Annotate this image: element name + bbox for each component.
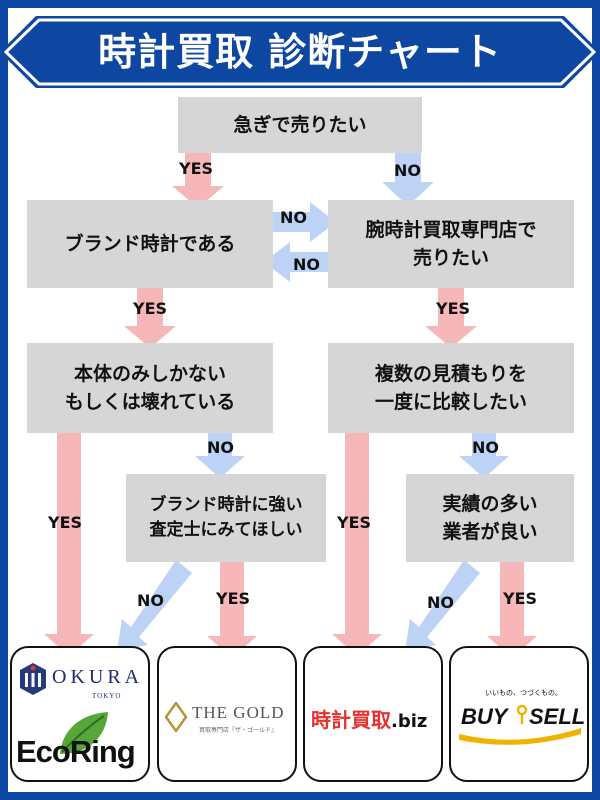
- yes-arrow: [44, 424, 94, 656]
- node-start-text: 急ぎで売りたい: [233, 113, 367, 136]
- label-no: NO: [293, 255, 320, 274]
- label-yes: YES: [179, 159, 214, 178]
- thegold-sub: 買取専門店『ザ・ゴールド』: [199, 727, 278, 734]
- buysell-buy: BUY: [461, 704, 508, 729]
- logo-card-thegold[interactable]: THE GOLD 買取専門店『ザ・ゴールド』: [157, 646, 297, 782]
- label-no: NO: [280, 208, 307, 227]
- diamond-icon: [165, 702, 187, 732]
- logo-card-buysell[interactable]: いいもの、つづくもの。 BUY SELL: [449, 646, 589, 782]
- label-no: NO: [427, 593, 454, 612]
- okura-emblem-icon: [20, 663, 46, 695]
- okura-wordmark: OKURA: [52, 666, 144, 688]
- label-no: NO: [394, 161, 421, 180]
- no-arrow: [459, 432, 509, 478]
- label-yes: YES: [216, 589, 251, 608]
- node-experienced: 実績の多い 業者が良い: [406, 474, 574, 562]
- label-no: NO: [207, 438, 234, 457]
- tokeibiz-wordmark: 時計買取.biz: [311, 704, 427, 733]
- node-brand: ブランド時計である: [27, 200, 273, 288]
- no-arrow: [117, 560, 192, 651]
- node-specialist-line1: 腕時計買取専門店で: [365, 218, 537, 241]
- yes-arrow: [124, 288, 176, 348]
- node-specialist: 腕時計買取専門店で 売りたい: [328, 200, 574, 288]
- node-start: 急ぎで売りたい: [178, 97, 422, 153]
- node-body-only: 本体のみしかない もしくは壊れている: [27, 343, 273, 433]
- label-no: NO: [472, 438, 499, 457]
- buysell-sell: SELL: [529, 704, 586, 729]
- node-appraiser-line1: ブランド時計に強い: [149, 494, 303, 515]
- label-yes: YES: [503, 589, 538, 608]
- okura-sub: TOKYO: [92, 692, 122, 700]
- node-brand-text: ブランド時計である: [64, 232, 236, 255]
- logo-card-okura-ecoring[interactable]: OKURA TOKYO EcoRing: [10, 646, 150, 782]
- ecoring-ring: Ring: [69, 734, 136, 769]
- yes-arrow: [207, 560, 257, 658]
- yes-arrow: [172, 150, 224, 208]
- label-no: NO: [137, 591, 164, 610]
- ecoring-eco: Eco: [16, 734, 71, 769]
- no-arrow: [272, 202, 336, 242]
- no-arrow: [195, 432, 245, 478]
- yes-arrow: [425, 280, 477, 348]
- node-experienced-line2: 業者が良い: [442, 521, 538, 543]
- tokeibiz-suffix: .biz: [391, 711, 428, 732]
- node-body-only-line1: 本体のみしかない: [73, 362, 226, 385]
- thegold-wordmark: THE GOLD: [192, 703, 285, 722]
- page-title: 時計買取 診断チャート: [98, 30, 502, 74]
- label-yes: YES: [337, 513, 372, 532]
- label-yes: YES: [133, 299, 168, 318]
- node-estimates-line2: 一度に比較したい: [374, 391, 527, 413]
- buysell-tagline: いいもの、つづくもの。: [485, 689, 562, 697]
- leaf-icon: [60, 712, 108, 754]
- yes-arrow: [332, 418, 382, 656]
- title-banner: [0, 16, 600, 88]
- node-appraiser: ブランド時計に強い 査定士にみてほしい: [126, 474, 326, 562]
- tokeibiz-name: 時計買取: [311, 708, 391, 732]
- ecoring-wordmark: EcoRing: [16, 734, 136, 770]
- node-appraiser-line2: 査定士にみてほしい: [149, 520, 303, 540]
- node-experienced-line1: 実績の多い: [442, 492, 538, 515]
- node-body-only-line2: もしくは壊れている: [64, 391, 236, 413]
- swoosh-icon: [459, 704, 581, 745]
- yes-arrow: [487, 560, 537, 658]
- no-arrow: [405, 560, 480, 651]
- label-yes: YES: [436, 299, 471, 318]
- label-yes: YES: [48, 513, 83, 532]
- logo-card-tokeibiz[interactable]: 時計買取.biz: [303, 646, 443, 782]
- node-estimates: 複数の見積もりを 一度に比較したい: [328, 343, 574, 433]
- node-specialist-line2: 売りたい: [412, 247, 489, 269]
- node-estimates-line1: 複数の見積もりを: [374, 362, 527, 385]
